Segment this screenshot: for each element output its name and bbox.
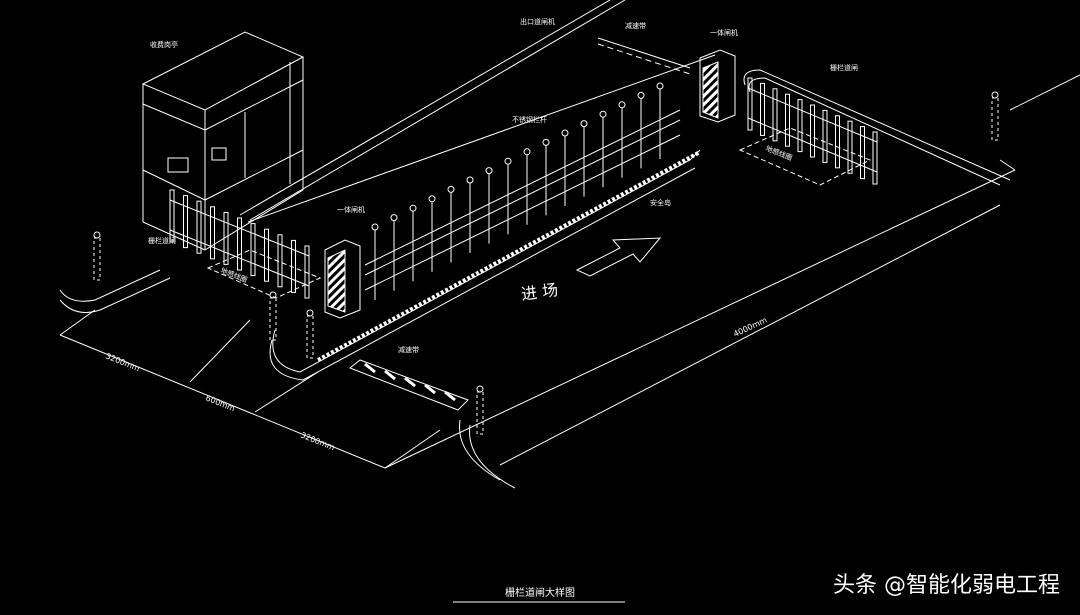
safety-island-edge [272,149,701,373]
safety-island-hatch [317,150,701,362]
fence-post [760,82,765,136]
road-curb-left-2 [59,277,171,313]
fence-post [223,211,229,265]
fence-post [860,126,865,180]
bollard-cap [991,91,999,99]
exit-barrier-arm [597,37,691,69]
railing-post-cap [409,204,417,212]
dim-3200-left: 3200mm [104,352,141,374]
fence-post [797,99,803,153]
road-curb-left [59,269,161,302]
bollard [93,237,101,281]
railing-post-cap [542,138,550,146]
bollard [991,97,999,141]
ground-loop-right [738,127,872,186]
safety-island-edge-2 [269,167,696,381]
gate-machine-right [699,49,736,123]
railing-post-cap [447,185,455,193]
road-curb-bottom [459,419,501,481]
fence-post [250,223,256,277]
fence-post [169,189,175,243]
bollard [306,315,314,359]
dimension-lines [59,159,1016,469]
fence-post [237,217,242,271]
label-exit-barrier: 出口道闸机 [520,17,555,26]
bollard-cap [476,385,484,393]
drawing-title: 栅栏道闸大样图 [505,586,575,599]
label-safety-island: 安全岛 [650,198,671,207]
label-fence-right: 栅栏道闸 [830,63,858,72]
ground-loop-left [206,249,322,299]
guard-booth [141,31,305,251]
railing-post-cap [523,148,531,156]
label-speed-bump-top: 减速带 [625,21,646,30]
railing-post-cap [580,120,588,128]
fence-post [183,195,188,249]
label-ground-loop-left: 地感线圈 [219,266,248,285]
railing-posts [371,82,664,300]
dim-600: 600mm [204,394,236,414]
label-gate-machine-left: 一体闸机 [337,205,365,214]
gate-machine-left [324,239,361,319]
bollards [93,91,999,435]
bollard [476,391,484,435]
fence-rail [747,87,878,143]
fence-barrier-right [747,77,878,185]
fence-post [847,120,853,174]
road-curb-right [1009,74,1080,111]
fence-post [277,234,283,288]
dim-3200-bottom: 3200mm [299,431,336,453]
fence-post [196,200,202,254]
road-curb-bottom-2 [469,424,516,489]
lane-edge [247,54,716,223]
fence-rail [169,229,310,287]
bollard-cap [306,309,314,317]
railing-post-cap [390,214,398,222]
fence-post [835,115,840,169]
watermark: 头条 @智能化弱电工程 [833,573,1060,598]
railing-post-cap [504,157,512,165]
fence-post [747,77,753,131]
exit-barrier-arm-2 [597,43,691,75]
railing-post-cap [618,101,626,109]
bollard [269,297,277,341]
railing-post-cap [637,91,645,99]
fence-post [785,93,790,147]
fence-post [810,104,815,158]
entrance-arrow [575,237,662,277]
fence-post [210,206,215,260]
speed-bump-bottom [349,359,469,411]
railing-post-cap [485,167,493,175]
railing-post-cap [466,176,474,184]
bollard-cap [93,231,101,239]
railing-post-cap [561,129,569,137]
right-island-edge [743,69,1011,181]
stainless-railing [364,109,681,291]
railing-post-cap [371,223,379,231]
fence-rail [169,199,310,257]
label-entrance: 进 场 [520,280,559,304]
label-gate-machine-top: 一体闸机 [710,28,738,37]
road-edge-top [239,0,611,216]
railing-post-cap [428,195,436,203]
railing-post-cap [656,82,664,90]
fence-post [822,109,828,163]
fence-post [772,88,778,142]
label-stainless-railing: 不锈钢栏杆 [512,115,547,124]
fence-post [872,131,878,185]
label-guard-booth: 收费岗亭 [150,40,178,49]
label-speed-bump-bottom: 减速带 [398,345,419,354]
fence-post [264,228,269,282]
road-edge-top-2 [249,0,626,221]
railing-post-cap [599,110,607,118]
label-fence-left: 栅栏道闸 [148,236,176,245]
fence-rail [747,117,878,173]
